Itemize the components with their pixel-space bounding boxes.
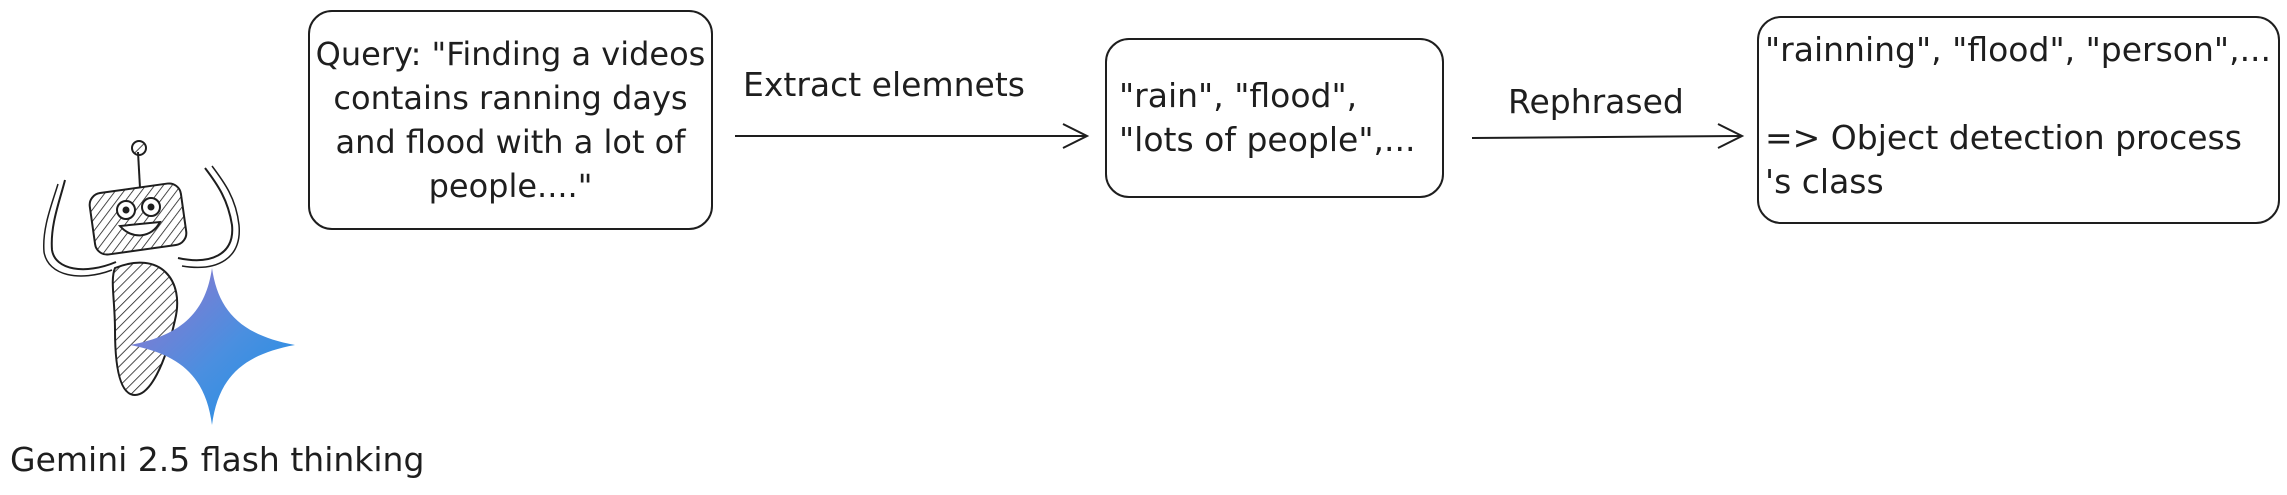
- robot-body: [111, 261, 179, 397]
- query-box-text: Query: "Finding a videos contains rannin…: [315, 35, 706, 205]
- robot-left-arm: [50, 179, 117, 271]
- arrow-rephrased-line: [1471, 135, 1741, 139]
- robot-mouth: [117, 220, 162, 237]
- result-box-text: "rainning", "flood", "person",... => Obj…: [1765, 30, 2272, 201]
- arrow-rephrased-head: [1717, 123, 1745, 149]
- result-box: "rainning", "flood", "person",... => Obj…: [1757, 16, 2280, 224]
- robot-antenna: [137, 151, 141, 189]
- arrow-extract-head: [1062, 123, 1090, 149]
- robot-right-arm: [177, 167, 234, 262]
- robot-illustration: [43, 140, 295, 425]
- extract-elements-label: Extract elemnets: [743, 65, 1025, 104]
- robot-head: [88, 182, 188, 256]
- query-box: Query: "Finding a videos contains rannin…: [308, 10, 713, 230]
- elements-box-text: "rain", "flood", "lots of people",...: [1119, 76, 1416, 159]
- rephrased-label: Rephrased: [1508, 82, 1684, 121]
- elements-box: "rain", "flood", "lots of people",...: [1105, 38, 1444, 198]
- robot-antenna-tip: [131, 140, 147, 156]
- robot-caption: Gemini 2.5 flash thinking: [10, 440, 425, 479]
- gemini-sparkle-icon: [130, 268, 295, 425]
